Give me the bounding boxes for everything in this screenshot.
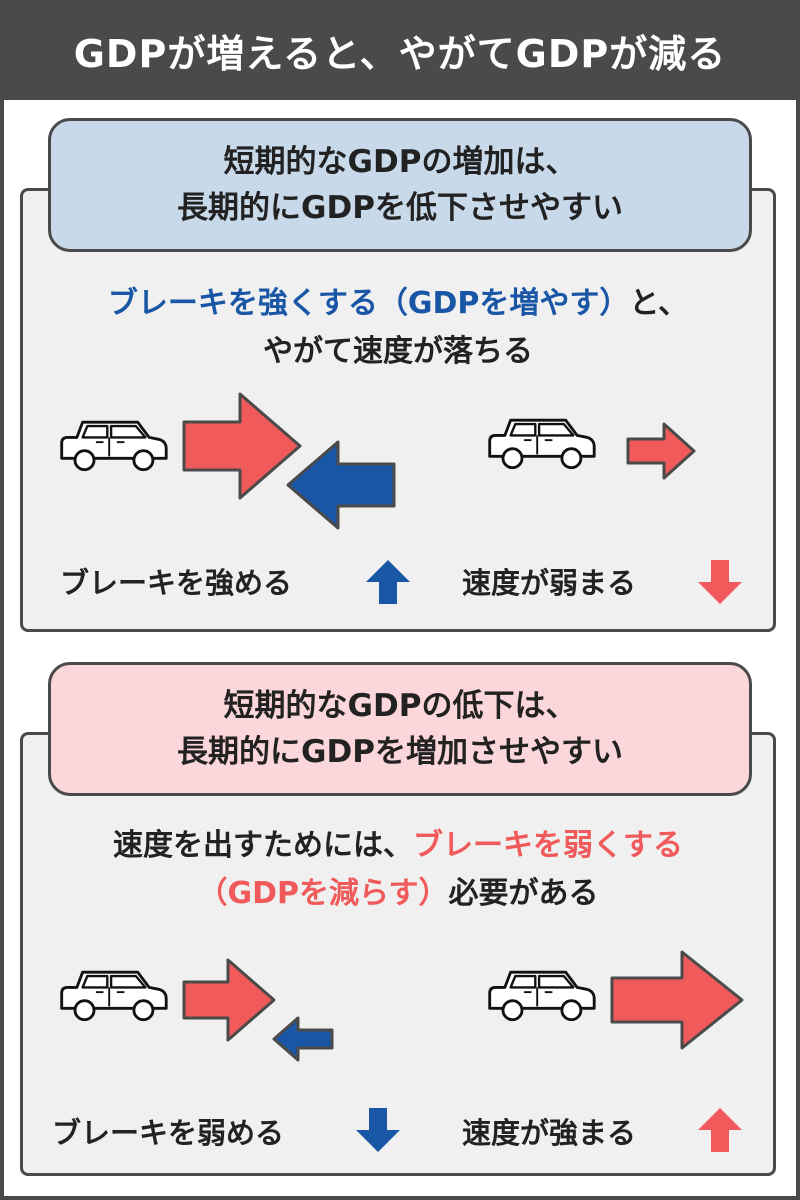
caption-brake-weak: ブレーキを弱める <box>52 1116 285 1150</box>
car-icon <box>56 966 170 1024</box>
car-icon <box>484 966 598 1024</box>
callout-line-2: 長期的にGDPを増加させやすい <box>177 734 623 770</box>
up-arrow-icon <box>366 560 410 604</box>
callout-line-2: 長期的にGDPを低下させやすい <box>177 190 623 226</box>
section-panel-decrease <box>20 732 776 1176</box>
callout-line-1: 短期的なGDPの増加は、 <box>223 144 577 180</box>
right-arrow-icon <box>182 958 276 1042</box>
lead-text-brake-weak: 速度を出すためには、ブレーキを弱くする （GDPを減らす）必要がある <box>20 822 776 918</box>
page-title: GDPが増えると、やがてGDPが減る <box>0 0 800 100</box>
down-arrow-icon <box>356 1108 400 1152</box>
lead-text: 速度を出すためには、 <box>113 828 413 863</box>
lead-highlight: （GDPを減らす） <box>197 876 449 911</box>
lead-text: 必要がある <box>448 876 599 911</box>
car-icon <box>56 416 170 474</box>
caption-brake-strong: ブレーキを強める <box>60 566 293 600</box>
down-arrow-icon <box>698 560 742 604</box>
section-panel-increase <box>20 188 776 632</box>
left-arrow-icon <box>272 1016 334 1062</box>
right-arrow-icon <box>182 392 302 500</box>
left-arrow-icon <box>286 440 396 530</box>
callout-decrease: 短期的なGDPの低下は、 長期的にGDPを増加させやすい <box>48 662 752 796</box>
caption-speed-down: 速度が弱まる <box>462 566 637 600</box>
right-arrow-icon <box>610 950 744 1050</box>
caption-speed-up: 速度が強まる <box>462 1116 637 1150</box>
callout-line-1: 短期的なGDPの低下は、 <box>223 688 577 724</box>
lead-highlight: ブレーキを強くする（GDPを増やす） <box>107 286 630 321</box>
lead-highlight: ブレーキを弱くする <box>413 828 683 863</box>
callout-increase: 短期的なGDPの増加は、 長期的にGDPを低下させやすい <box>48 118 752 252</box>
up-arrow-icon <box>698 1108 742 1152</box>
lead-text-line-2: やがて速度が落ちる <box>263 334 533 369</box>
lead-text-brake-strong: ブレーキを強くする（GDPを増やす）と、 やがて速度が落ちる <box>20 280 776 376</box>
right-arrow-icon <box>626 422 696 480</box>
car-icon <box>484 414 598 472</box>
lead-text: と、 <box>629 286 689 321</box>
